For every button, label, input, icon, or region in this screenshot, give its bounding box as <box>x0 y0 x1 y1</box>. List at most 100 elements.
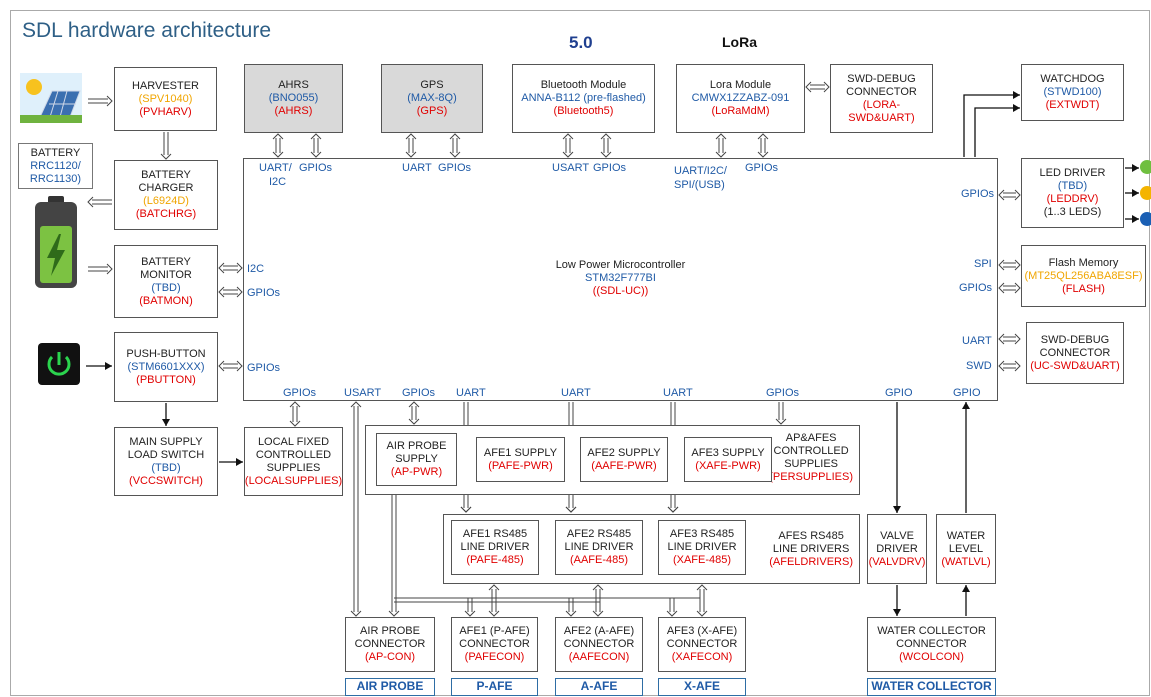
wire-61 <box>105 362 112 370</box>
afe2-supply-title: AFE2 SUPPLY <box>587 446 661 459</box>
pin-lora-bus2: SPI/(USB) <box>674 179 725 191</box>
wire-77 <box>1014 282 1021 294</box>
afe1-supply-title: AFE1 SUPPLY <box>483 446 558 459</box>
wire-146 <box>592 584 604 591</box>
lora-title: Lora Module <box>709 79 772 91</box>
afe3-485-id: (XAFE-485) <box>672 554 732 566</box>
lora-id: (LoRaMdM) <box>711 105 770 117</box>
swd-lora-id: (LORA-SWD&UART) <box>848 98 915 124</box>
pin-ahrs-i2c: I2C <box>269 176 287 188</box>
wire-38 <box>106 95 113 107</box>
wire-87 <box>1132 164 1139 172</box>
pin-lora-gpios: GPIOs <box>745 162 779 174</box>
pin-gps-gpios: GPIOs <box>438 162 472 174</box>
wire-7 <box>310 151 322 158</box>
afe2con-title: AFE2 (A-AFE) <box>563 625 635 637</box>
afe3-supply-title: AFE3 SUPPLY <box>691 446 765 459</box>
charger-part: (L6924D) <box>143 195 189 207</box>
monitor-title2: MONITOR <box>140 268 192 281</box>
waterlevel-id: (WATLVL) <box>941 555 991 568</box>
flash-title: Flash Memory <box>1048 256 1119 269</box>
afe1con-title2: CONNECTOR <box>459 638 530 650</box>
led-part: (TBD) <box>1057 180 1088 192</box>
led-count: (1..3 LEDS) <box>1043 206 1102 218</box>
battery-icon <box>35 196 77 288</box>
harvester-part: (SPV1040) <box>138 92 193 105</box>
wire-22 <box>600 133 612 140</box>
wcol-id: (WCOLCON) <box>899 651 964 663</box>
afe1-485-title2: LINE DRIVER <box>460 541 530 553</box>
lora-logo-text: LoRa <box>722 34 757 50</box>
gps-block: GPS (MAX-8Q) (GPS) <box>381 64 483 133</box>
pin-bottom-gpios2: GPIOs <box>402 387 436 399</box>
wire-156 <box>893 506 901 513</box>
bluetooth-title: Bluetooth Module <box>540 79 627 91</box>
afe1-connector-block: AFE1 (P-AFE) CONNECTOR (PAFECON) <box>451 617 538 672</box>
tab-air-probe: AIR PROBE <box>345 678 435 696</box>
afe3con-id: (XAFECON) <box>671 651 733 663</box>
battery-monitor-block: BATTERY MONITOR (TBD) (BATMON) <box>114 245 218 318</box>
battery-charger-block: BATTERY CHARGER (L6924D) (BATCHRG) <box>114 160 218 230</box>
watchdog-id: (EXTWDT) <box>1045 99 1100 111</box>
tab-x-afe: X-AFE <box>658 678 746 696</box>
wire-10 <box>405 133 417 140</box>
wcol-title2: CONNECTOR <box>896 638 967 650</box>
wire-95 <box>1013 104 1020 112</box>
mcu-title: Low Power Microcontroller <box>555 259 686 271</box>
flash-memory-block: Flash Memory (MT25QL256ABA8ESF) (FLASH) <box>1021 245 1146 307</box>
wire-34 <box>805 81 812 93</box>
wire-124 <box>667 506 679 513</box>
watchdog-title: WATCHDOG <box>1040 73 1105 85</box>
afe3-485-block: AFE3 RS485 LINE DRIVER (XAFE-485) <box>658 520 746 575</box>
wire-121 <box>565 506 577 513</box>
mainsupply-title2: LOAD SWITCH <box>127 448 205 461</box>
ap-supply-title: AIR PROBE <box>386 440 447 452</box>
afe3con-title2: CONNECTOR <box>666 638 738 650</box>
afe2-485-title2: LINE DRIVER <box>564 541 634 553</box>
wire-150 <box>666 610 678 617</box>
pin-flash-gpios: GPIOs <box>959 282 993 294</box>
battery-label-line2: RRC1120/ <box>30 159 81 172</box>
valve-driver-block: VALVE DRIVER (VALVDRV) <box>867 514 927 584</box>
waterlevel-title2: LEVEL <box>948 542 984 555</box>
afe1con-title: AFE1 (P-AFE) <box>459 625 530 637</box>
pin-bottom-gpio1: GPIO <box>885 387 913 399</box>
wire-112 <box>667 506 679 513</box>
pin-flash-spi: SPI <box>974 258 992 270</box>
wire-147 <box>592 610 604 617</box>
valve-id: (VALVDRV) <box>868 555 926 568</box>
wire-85 <box>1014 360 1021 372</box>
afe-drivers-label: AFES RS485 LINE DRIVERS (AFELDRIVERS) <box>769 530 853 569</box>
pin-monitor-gpios: GPIOs <box>247 287 281 299</box>
afe3-485-title2: LINE DRIVER <box>667 541 737 553</box>
lora-logo: LoRa <box>722 34 757 50</box>
afe1-485-id: (PAFE-485) <box>466 554 524 566</box>
wire-136 <box>464 610 476 617</box>
wire-118 <box>460 506 472 513</box>
wire-65 <box>236 458 243 466</box>
wire-14 <box>449 133 461 140</box>
wire-92 <box>963 94 1020 157</box>
charger-id: (BATCHRG) <box>135 208 197 220</box>
swd-uc-sub: CONNECTOR <box>1039 346 1111 359</box>
afe2-485-block: AFE2 RS485 LINE DRIVER (AAFE-485) <box>555 520 643 575</box>
wire-73 <box>1014 259 1021 271</box>
wire-63 <box>162 419 170 426</box>
wire-143 <box>565 610 577 617</box>
ahrs-title: AHRS <box>278 79 309 91</box>
ahrs-id: (AHRS) <box>274 105 313 117</box>
monitor-id: (BATMON) <box>139 294 193 307</box>
main-supply-block: MAIN SUPPLY LOAD SWITCH (TBD) (VCCSWITCH… <box>114 427 218 496</box>
afe1con-id: (PAFECON) <box>464 651 525 663</box>
swd-lora-block: SWD-DEBUG CONNECTOR (LORA-SWD&UART) <box>830 64 933 133</box>
tab-p-afe: P-AFE <box>451 678 538 696</box>
wire-31 <box>757 151 769 158</box>
battery-label: BATTERY RRC1120/ RRC1130) <box>18 143 93 189</box>
watchdog-part: (STWD100) <box>1043 86 1102 98</box>
monitor-part: (TBD) <box>151 281 181 294</box>
wire-35 <box>823 81 830 93</box>
bluetooth-part: ANNA-B112 (pre-flashed) <box>521 92 646 104</box>
wire-94 <box>974 107 1020 157</box>
pin-bottom-gpios1: GPIOs <box>283 387 317 399</box>
